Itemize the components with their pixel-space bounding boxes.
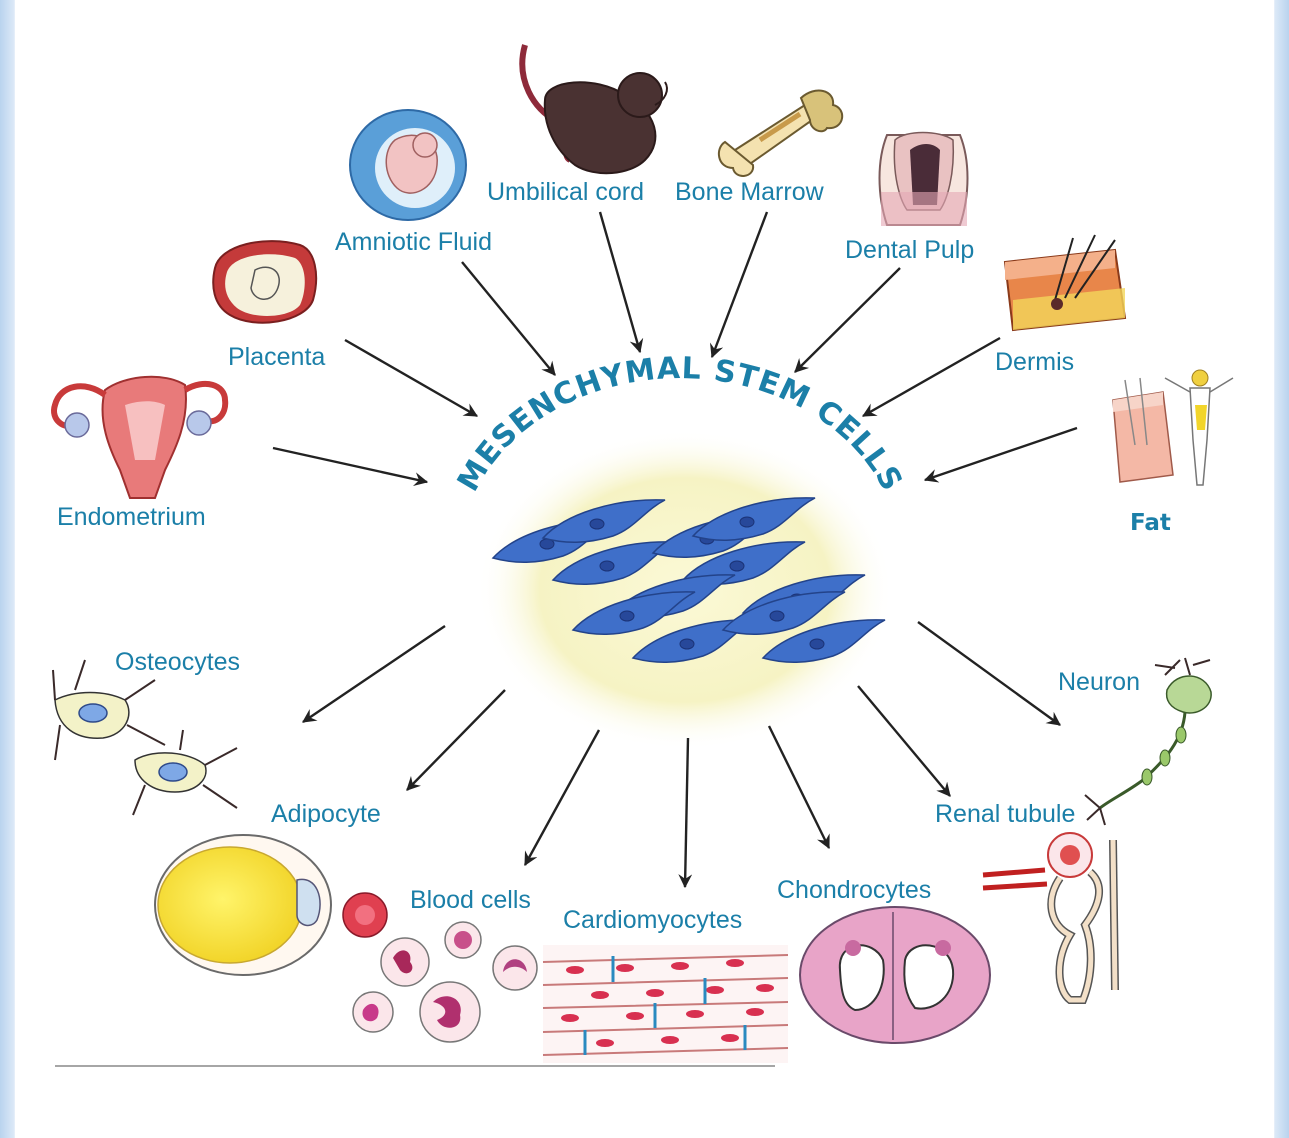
adipocyte-icon	[155, 835, 331, 975]
chondrocytes-icon	[800, 907, 990, 1043]
derivative-label-cardiomyocytes: Cardiomyocytes	[563, 906, 742, 934]
arrow-renal-tubule	[858, 686, 950, 796]
derivative-label-neuron: Neuron	[1058, 668, 1140, 696]
diagram-frame: MESENCHYMAL STEM CELLS Umbilical cord Bo…	[15, 0, 1274, 1138]
derivative-label-chondrocytes: Chondrocytes	[777, 876, 931, 904]
arrow-neuron	[918, 622, 1060, 725]
derivative-label-blood-cells: Blood cells	[410, 886, 531, 914]
arrow-placenta	[345, 340, 477, 416]
source-label-dental-pulp: Dental Pulp	[845, 236, 974, 264]
source-label-placenta: Placenta	[228, 343, 325, 371]
arrow-endometrium	[273, 448, 427, 482]
bone-icon	[719, 91, 842, 176]
blood-cells-icon	[343, 893, 537, 1042]
arrow-chondrocytes	[769, 726, 829, 848]
arrow-osteocytes	[303, 626, 445, 722]
fetus-umbilical-cord-icon	[522, 45, 667, 173]
source-label-dermis: Dermis	[995, 348, 1074, 376]
tooth-icon	[880, 133, 968, 227]
mesenchymal-stem-cell-diagram: MESENCHYMAL STEM CELLS Umbilical cord Bo…	[15, 0, 1274, 1138]
derivative-label-renal-tubule: Renal tubule	[935, 800, 1075, 828]
arrow-bone-marrow	[712, 212, 767, 357]
arrow-amniotic-fluid	[462, 262, 555, 375]
amniotic-sac-icon	[350, 110, 466, 220]
arrow-dental-pulp	[795, 268, 900, 372]
arrow-blood-cells	[525, 730, 599, 865]
osteocyte-icon	[53, 660, 237, 815]
arrow-fat	[925, 428, 1077, 480]
derivative-label-osteocytes: Osteocytes	[115, 648, 240, 676]
placenta-icon	[213, 241, 316, 323]
uterus-icon	[54, 377, 225, 498]
source-label-amniotic-fluid: Amniotic Fluid	[335, 228, 492, 256]
arrow-dermis	[863, 338, 1000, 416]
fat-tissue-icon	[1113, 370, 1233, 485]
arrow-adipocyte	[407, 690, 505, 790]
renal-tubule-icon	[983, 833, 1115, 1000]
arrow-cardiomyocytes	[685, 738, 688, 887]
source-label-umbilical-cord: Umbilical cord	[487, 178, 644, 206]
skin-section-icon	[1005, 235, 1125, 330]
source-label-bone-marrow: Bone Marrow	[675, 178, 825, 206]
source-label-fat: Fat	[1130, 510, 1171, 536]
arrow-umbilical-cord	[600, 212, 640, 352]
cardiomyocytes-icon	[543, 945, 788, 1063]
derivative-label-adipocyte: Adipocyte	[271, 800, 381, 828]
source-label-endometrium: Endometrium	[57, 503, 206, 531]
